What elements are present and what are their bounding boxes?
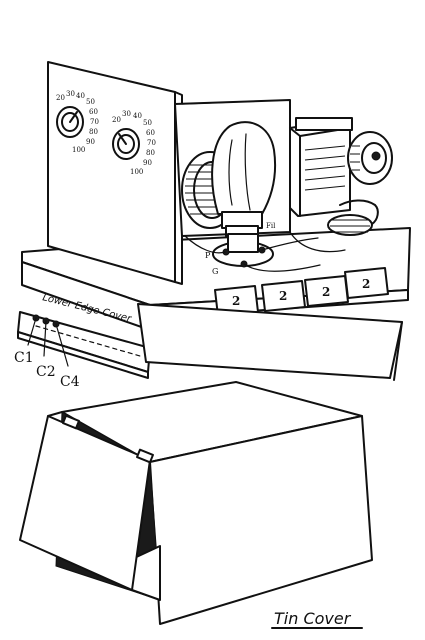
hinge-top xyxy=(62,414,80,430)
coil-number-3: 2 xyxy=(322,285,330,299)
chassis-assembly: 20 30 40 50 60 70 80 90 100 20 30 40 50 … xyxy=(14,61,411,390)
dial-left-mark-70: 70 xyxy=(90,118,99,126)
front-cover-flap xyxy=(137,303,403,379)
tube-pin-p-label: P xyxy=(205,251,211,260)
wire-1 xyxy=(184,235,226,254)
tin-cover-label: Tin Cover xyxy=(274,609,352,628)
capacitor-labels: C1 C2 C4 xyxy=(14,317,80,390)
label-c4: C4 xyxy=(60,374,80,390)
wire-4 xyxy=(289,231,346,253)
dial-right-mark-90: 90 xyxy=(143,159,152,167)
tin-cover-right-side xyxy=(149,415,373,625)
dial-right-mark-80: 80 xyxy=(146,149,155,157)
dial-left-mark-100: 100 xyxy=(72,146,85,154)
tuning-dial-left: 20 30 40 50 60 70 80 90 100 xyxy=(56,90,99,154)
rheostat xyxy=(327,131,393,236)
tube-pin-fil-label: Fil xyxy=(266,222,276,230)
dial-right-mark-30: 30 xyxy=(122,110,131,118)
wire-3 xyxy=(243,263,321,272)
dial-left-mark-30: 30 xyxy=(66,90,75,98)
dial-left-mark-50: 50 xyxy=(86,98,95,106)
dial-right-mark-40: 40 xyxy=(133,112,142,120)
dial-left-mark-80: 80 xyxy=(89,128,98,136)
tube-pin-g-label: G xyxy=(212,267,218,276)
dial-right-mark-70: 70 xyxy=(147,139,156,147)
dial-right-mark-60: 60 xyxy=(146,129,155,137)
vacuum-tube: P G Fil xyxy=(205,121,276,276)
coil-number-4: 2 xyxy=(362,277,370,291)
audio-transformer xyxy=(289,117,353,217)
dial-left-mark-40: 40 xyxy=(76,92,85,100)
dial-left-mark-20: 20 xyxy=(56,94,65,102)
tin-cover: Tin Cover xyxy=(19,381,373,629)
label-c2: C2 xyxy=(36,364,56,380)
coil-number-1: 2 xyxy=(232,294,240,308)
hinge-bottom xyxy=(136,448,154,464)
dial-left-mark-90: 90 xyxy=(86,138,95,146)
coil-number-2: 2 xyxy=(279,289,287,303)
dial-right-mark-50: 50 xyxy=(143,119,152,127)
dial-left-mark-60: 60 xyxy=(89,108,98,116)
dial-right-mark-100: 100 xyxy=(130,168,143,176)
dial-right-mark-20: 20 xyxy=(112,116,121,124)
label-c1: C1 xyxy=(14,350,34,366)
wire-2 xyxy=(261,237,319,251)
tin-cover-flap xyxy=(19,415,151,591)
tuning-dial-right: 20 30 40 50 60 70 80 90 100 xyxy=(112,110,156,176)
coil-blocks: 2 2 2 2 xyxy=(214,267,389,317)
